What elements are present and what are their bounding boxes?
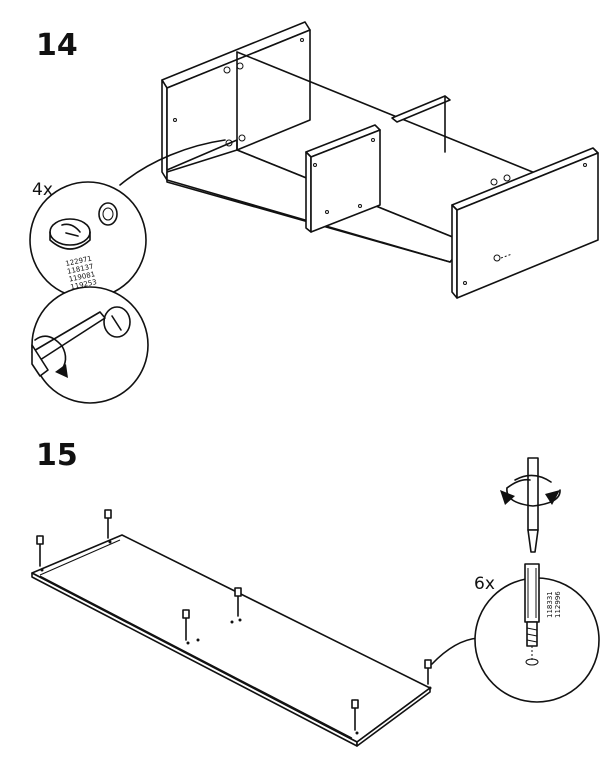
right-panel-face: [456, 152, 599, 299]
panel-top: [31, 534, 431, 743]
step-15-panel: [31, 457, 600, 747]
callout-leader: [119, 139, 226, 186]
quantity-label: 6x: [474, 574, 495, 594]
screwdriver-icon: [500, 457, 561, 553]
cam-lock-icon: [49, 202, 118, 250]
screwdriver-icon: [31, 306, 131, 378]
step-14-cabinet: [29, 21, 599, 404]
step-number: 15: [36, 438, 78, 473]
panel-side-edge: [356, 687, 431, 747]
dowels: [36, 509, 432, 735]
callout-leader-15: [431, 637, 479, 665]
divider-back-top: [391, 95, 451, 123]
step-number: 14: [36, 28, 78, 63]
quantity-label: 4x: [32, 180, 53, 200]
middle-divider-face: [310, 129, 381, 233]
cam-locks: [173, 38, 587, 285]
dowel-detail: [524, 563, 540, 666]
